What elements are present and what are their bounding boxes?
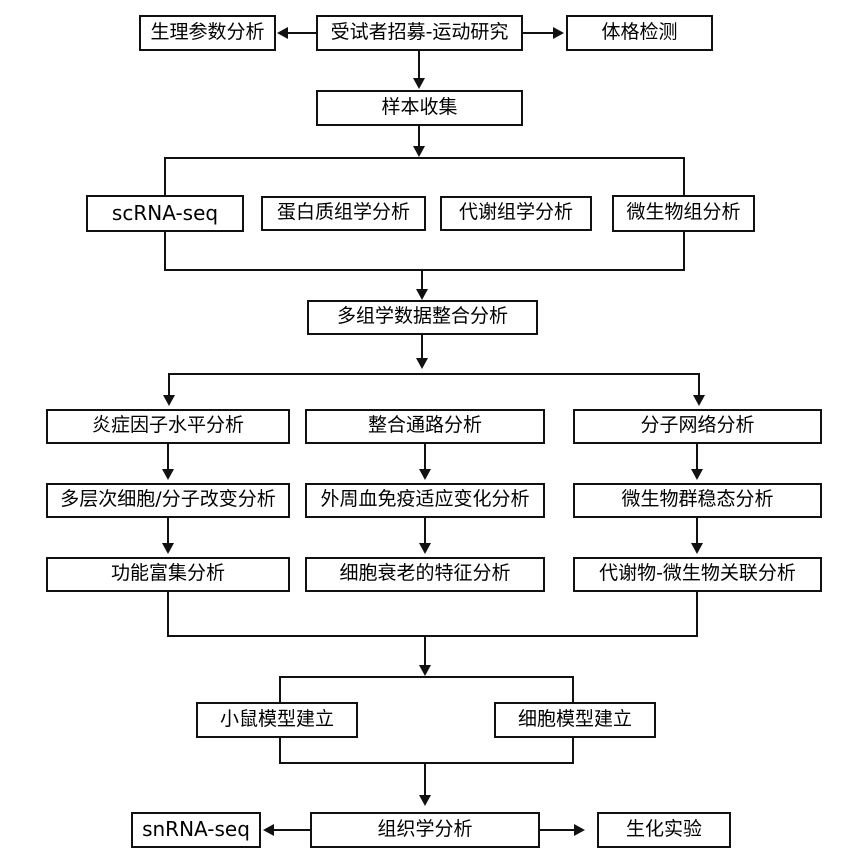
- arrowhead-col2-3: [419, 543, 431, 554]
- arrowhead-down-models: [419, 665, 431, 676]
- arrowhead-down-omics-bracket: [413, 146, 425, 157]
- bracket-three-column-horizontal: [168, 373, 700, 375]
- connector-omics-merge-down: [421, 269, 423, 294]
- node-label: 代谢组学分析: [458, 201, 573, 223]
- arrowhead-right-biochemical: [574, 824, 585, 836]
- bracket-omics-merge-right-rise: [683, 232, 685, 271]
- arrowhead-down-three-column-bracket: [416, 358, 428, 369]
- node-label: 微生物组分析: [626, 201, 741, 223]
- node-label: scRNA-seq: [111, 200, 219, 225]
- arrowhead-down-col3: [693, 395, 705, 406]
- bracket-omics-right-drop: [683, 157, 685, 195]
- connector-recruitment-to-physio: [288, 32, 317, 34]
- node-cell-model-establishment[interactable]: 细胞模型建立: [494, 702, 656, 738]
- arrowhead-right-exam: [553, 27, 564, 39]
- node-histological-analysis[interactable]: 组织学分析: [310, 812, 540, 848]
- connector-recruitment-to-sample: [418, 51, 420, 81]
- node-label: 微生物群稳态分析: [621, 488, 774, 510]
- node-integrated-pathway-analysis[interactable]: 整合通路分析: [305, 409, 545, 444]
- connector-col2-1-to-2: [424, 444, 426, 472]
- node-label: 整合通路分析: [367, 414, 482, 436]
- bracket-three-column-left-drop: [168, 373, 170, 397]
- connector-histology-to-biochemical: [540, 829, 575, 831]
- bracket-models-left-rise: [167, 592, 169, 637]
- connector-col1-1-to-2: [167, 444, 169, 472]
- node-peripheral-blood-immune-adaptation-analysis[interactable]: 外周血免疫适应变化分析: [305, 483, 545, 518]
- node-label: 受试者招募-运动研究: [330, 20, 509, 43]
- node-sample-collection[interactable]: 样本收集: [316, 90, 523, 126]
- node-proteomics-analysis[interactable]: 蛋白质组学分析: [261, 196, 426, 231]
- bracket-three-column-right-drop: [698, 373, 700, 397]
- arrowhead-down-integration: [416, 289, 428, 300]
- connector-models-to-histology: [424, 762, 426, 799]
- connector-recruitment-to-exam: [523, 32, 554, 34]
- node-mouse-model-establishment[interactable]: 小鼠模型建立: [196, 702, 358, 738]
- node-label: 细胞衰老的特征分析: [339, 562, 511, 584]
- arrowhead-col3-2: [691, 469, 703, 480]
- node-label: 功能富集分析: [110, 562, 225, 584]
- bracket-omics-left-drop: [164, 157, 166, 195]
- bracket-omics-merge-left-rise: [164, 232, 166, 271]
- node-label: 蛋白质组学分析: [276, 201, 410, 223]
- connector-sample-down: [418, 126, 420, 151]
- node-microbiome-analysis[interactable]: 微生物组分析: [612, 195, 755, 232]
- node-label: 多组学数据整合分析: [336, 305, 508, 327]
- node-cell-senescence-feature-analysis[interactable]: 细胞衰老的特征分析: [305, 557, 545, 592]
- arrowhead-down-sample: [413, 78, 425, 89]
- node-label: 生化实验: [625, 817, 702, 840]
- node-label: 体格检测: [601, 20, 678, 43]
- bracket-model-split-horizontal: [279, 676, 574, 678]
- connector-histology-to-snrna: [274, 829, 311, 831]
- bracket-model-merge-horizontal: [279, 762, 574, 764]
- node-label: 小鼠模型建立: [219, 707, 334, 730]
- bracket-omics-horizontal: [164, 157, 685, 159]
- bracket-omics-merge-horizontal: [164, 269, 685, 271]
- node-molecular-network-analysis[interactable]: 分子网络分析: [573, 409, 822, 444]
- node-inflammatory-factor-level-analysis[interactable]: 炎症因子水平分析: [46, 409, 290, 444]
- node-physical-examination[interactable]: 体格检测: [566, 15, 713, 51]
- node-biochemical-assay[interactable]: 生化实验: [597, 812, 731, 848]
- node-label: 炎症因子水平分析: [91, 414, 244, 436]
- node-label: 样本收集: [381, 95, 458, 118]
- connector-col3-2-to-3: [696, 518, 698, 546]
- node-subject-recruitment-exercise-study[interactable]: 受试者招募-运动研究: [316, 15, 523, 51]
- arrowhead-col1-2: [162, 469, 174, 480]
- node-label: 代谢物-微生物关联分析: [599, 562, 796, 584]
- connector-col3-1-to-2: [696, 444, 698, 472]
- arrowhead-col2-2: [419, 469, 431, 480]
- arrowhead-left-snrna: [263, 824, 274, 836]
- node-label: 外周血免疫适应变化分析: [320, 488, 530, 510]
- node-microbiota-homeostasis-analysis[interactable]: 微生物群稳态分析: [573, 483, 822, 518]
- connector-integration-down: [421, 335, 423, 363]
- arrowhead-col3-3: [691, 543, 703, 554]
- node-label: 细胞模型建立: [517, 707, 632, 730]
- node-multiomics-integration-analysis[interactable]: 多组学数据整合分析: [307, 300, 538, 335]
- node-label: 多层次细胞/分子改变分析: [60, 488, 276, 510]
- node-functional-enrichment-analysis[interactable]: 功能富集分析: [46, 557, 290, 592]
- bracket-models-horizontal: [167, 635, 698, 637]
- connector-models-down: [424, 635, 426, 671]
- arrowhead-down-histology: [419, 795, 431, 806]
- node-label: 生理参数分析: [150, 20, 265, 43]
- node-snrna-seq[interactable]: snRNA-seq: [131, 812, 261, 848]
- node-label: snRNA-seq: [142, 817, 250, 841]
- connector-col2-2-to-3: [424, 518, 426, 546]
- node-physiological-parameter-analysis[interactable]: 生理参数分析: [139, 15, 276, 51]
- arrowhead-col1-3: [162, 543, 174, 554]
- node-label: 分子网络分析: [640, 414, 755, 436]
- bracket-models-right-rise: [696, 592, 698, 637]
- node-metabolomics-analysis[interactable]: 代谢组学分析: [440, 196, 592, 231]
- arrowhead-down-col1: [163, 395, 175, 406]
- node-label: 组织学分析: [377, 817, 473, 840]
- connector-col1-2-to-3: [167, 518, 169, 546]
- node-multilevel-cell-molecular-change-analysis[interactable]: 多层次细胞/分子改变分析: [46, 483, 290, 518]
- node-metabolite-microbe-association-analysis[interactable]: 代谢物-微生物关联分析: [573, 557, 822, 592]
- arrowhead-left-physio: [277, 27, 288, 39]
- node-scrna-seq[interactable]: scRNA-seq: [86, 195, 244, 232]
